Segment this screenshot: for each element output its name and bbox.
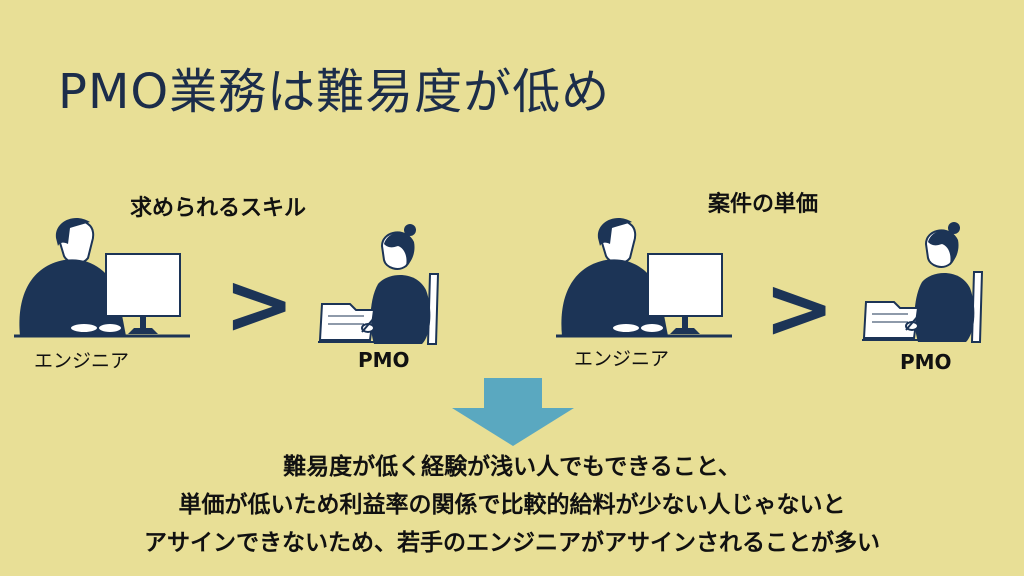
conclusion-line-3: アサインできないため、若手のエンジニアがアサインされることが多い (144, 530, 880, 556)
woman-writing-illustration (862, 222, 984, 343)
skill-heading: 求められるスキル (130, 196, 307, 221)
greater-than-sign-right: > (764, 259, 835, 357)
engineer-at-monitor-illustration (14, 217, 190, 338)
down-arrow-icon (452, 378, 574, 446)
pmo-label-left: PMO (358, 348, 410, 372)
conclusion-line-1: 難易度が低く経験が浅い人でもできること、 (283, 454, 741, 480)
engineer-label-left: エンジニア (34, 350, 130, 372)
page-title: PMO業務は難易度が低め (58, 64, 611, 120)
conclusion-line-2: 単価が低いため利益率の関係で比較的給料が少ない人じゃないと (178, 492, 846, 518)
engineer-label-right: エンジニア (574, 348, 670, 370)
conclusion-text: 難易度が低く経験が浅い人でもできること、 単価が低いため利益率の関係で比較的給料… (0, 448, 1024, 562)
woman-writing-illustration (318, 224, 440, 345)
greater-than-sign-left: > (224, 255, 295, 353)
pmo-label-right: PMO (900, 350, 952, 374)
price-heading: 案件の単価 (708, 192, 819, 217)
engineer-at-monitor-illustration (556, 217, 732, 338)
